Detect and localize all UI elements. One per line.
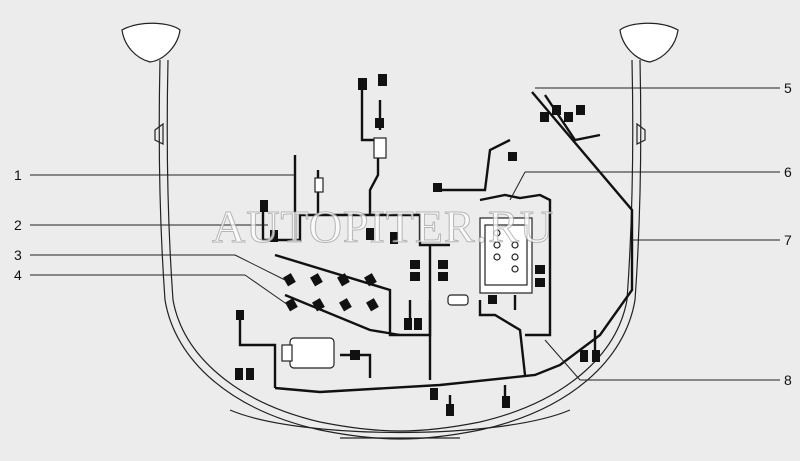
injector-connectors-row-2 — [285, 298, 379, 312]
brake-booster-icon — [281, 337, 335, 369]
battery-icon — [479, 217, 533, 294]
callout-7: 7 — [784, 232, 792, 248]
right-mirror-icon — [619, 22, 679, 63]
connectors — [235, 74, 600, 416]
callout-3: 3 — [14, 247, 22, 263]
relay-icon — [447, 294, 469, 306]
callout-5: 5 — [784, 80, 792, 96]
mirror-icons — [121, 22, 679, 63]
callout-6: 6 — [784, 164, 792, 180]
left-mirror-icon — [121, 22, 181, 63]
injector-connectors-row-1 — [283, 273, 377, 287]
car-body-outline — [154, 59, 646, 440]
callout-leader-lines — [30, 87, 780, 381]
components — [281, 137, 533, 369]
callout-4: 4 — [14, 267, 22, 283]
callout-2: 2 — [14, 217, 22, 233]
callout-8: 8 — [784, 372, 792, 388]
callout-1: 1 — [14, 167, 22, 183]
fuse-block-icon — [373, 137, 387, 159]
watermark: AUTOPITER.RU — [211, 201, 555, 253]
